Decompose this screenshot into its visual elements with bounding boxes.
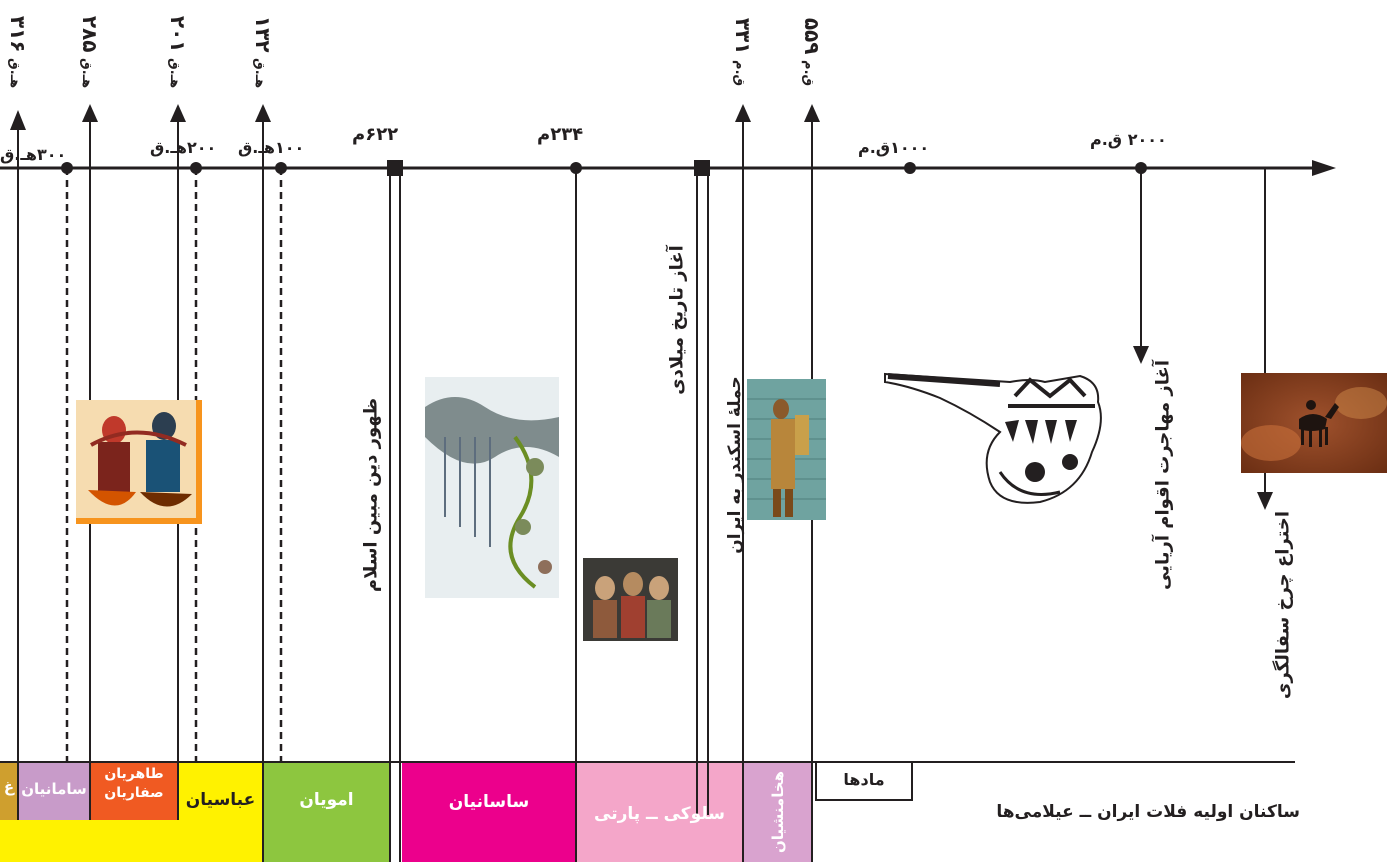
date-331-unit: ق.م [732, 60, 747, 86]
date-285-num: ۲۸۵ [78, 16, 102, 53]
event-aryan-text: آغاز مهاجرت اقوام آریایی [1153, 360, 1174, 590]
axis-arrowhead [1312, 160, 1336, 176]
date-201: ۲۰۱ هـ.ق [163, 4, 193, 100]
marker-234: ۲۳۴م [537, 124, 583, 145]
date-132-num: ۱۳۲ [251, 16, 275, 53]
date-201-num: ۲۰۱ [166, 16, 190, 53]
event-wheel: اختراع چرخ سفالگری [1268, 515, 1298, 695]
label-medes: مادها [816, 770, 912, 789]
marker-200h: ۲۰۰هـ.ق [150, 138, 216, 157]
date-285-unit: هـ.ق [79, 58, 94, 88]
persepolis-soldier-image [747, 379, 826, 520]
cave-painting-image [1241, 373, 1387, 473]
label-achaemenid-text: هخامنشیان [769, 771, 787, 853]
event-islam-text: ظهور دین مبین اسلام [361, 398, 382, 592]
label-samanid: سامانیان [18, 780, 90, 798]
parthian-relief-image [583, 558, 678, 641]
band-umayyad [263, 762, 390, 862]
date-132: ۱۳۲ هـ.ق [248, 4, 278, 100]
date-559: ۵۵۹ ق.م [797, 4, 827, 100]
event-wheel-text: اختراع چرخ سفالگری [1273, 511, 1294, 699]
label-seleucid: سلوکی ــ پارتی [576, 804, 743, 824]
date-316-num: ۳۱۶ [6, 16, 30, 53]
date-132-unit: هـ.ق [252, 58, 267, 88]
label-umayyad: امویان [263, 790, 390, 810]
manuscript-image [425, 377, 559, 598]
band-abbasid [178, 762, 263, 862]
date-316-unit: هـ.ق [7, 58, 22, 88]
band-sasanian [402, 762, 576, 862]
label-sasanian: ساسانیان [402, 792, 576, 812]
date-316: ۳۱۶ هـ.ق [3, 4, 33, 100]
marker-2000: ۲۰۰۰ ق.م [1090, 130, 1167, 149]
marker-300h: ۳۰۰هـ.ق [0, 145, 66, 164]
marker-1000: ۱۰۰۰ق.م [858, 138, 929, 157]
date-331: ۳۳۱ ق.م [728, 4, 758, 100]
date-201-unit: هـ.ق [167, 58, 182, 88]
event-islam: ظهور دین مبین اسلام [356, 390, 386, 600]
label-achaemenid: هخامنشیان [743, 762, 812, 862]
label-abbasid: عباسیان [178, 790, 263, 810]
event-aryan: آغاز مهاجرت اقوام آریایی [1148, 360, 1178, 590]
spouted-vessel-image [880, 362, 1110, 510]
marker-100h: ۱۰۰هـ.ق [238, 138, 304, 157]
label-ghaznavid: غ [0, 778, 18, 796]
label-tahirid: طاهریان صفاریان [90, 765, 178, 803]
event-birth: آغاز تاریخ میلادی [662, 240, 692, 400]
marker-622: ۶۲۲م [352, 124, 398, 145]
date-559-unit: ق.م [801, 60, 816, 86]
date-559-num: ۵۵۹ [800, 18, 824, 55]
date-285: ۲۸۵ هـ.ق [75, 4, 105, 100]
label-early-settlers: ساکنان اولیه فلات ایران ــ عیلامی‌ها [950, 802, 1300, 822]
miniature-painting-image [76, 400, 202, 524]
event-birth-text: آغاز تاریخ میلادی [667, 245, 688, 395]
date-331-num: ۳۳۱ [731, 18, 755, 55]
event-alexander-text: حملهٔ اسکندر به ایران [725, 376, 745, 553]
event-alexander: حملهٔ اسکندر به ایران [721, 360, 749, 570]
